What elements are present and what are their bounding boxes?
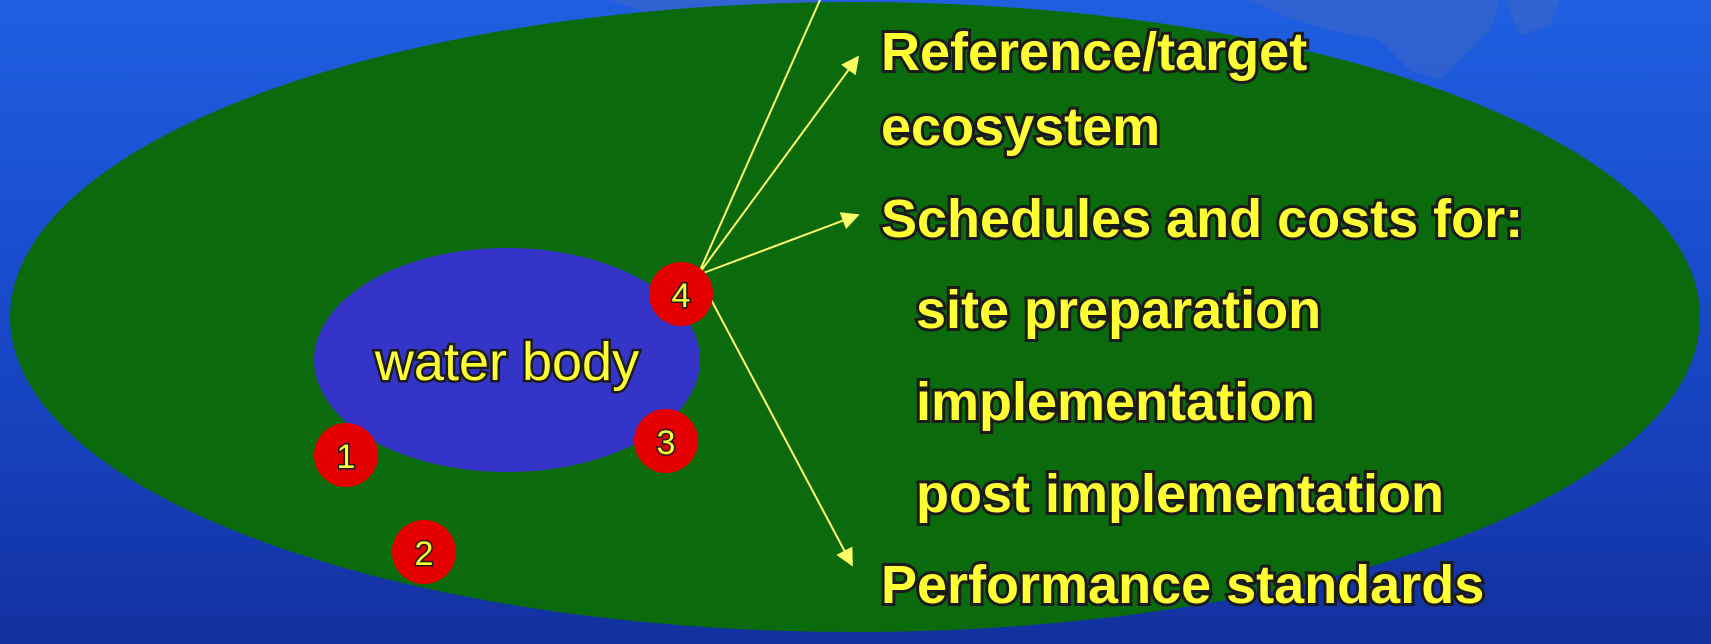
site-2: 2 — [392, 520, 456, 584]
site-marker — [314, 423, 378, 487]
site-marker — [649, 262, 713, 326]
site-marker — [392, 520, 456, 584]
site-3: 3 — [634, 409, 698, 473]
site-number: 1 — [337, 438, 356, 476]
outcome-list: Reference/target ecosystem Schedules and… — [878, 19, 1526, 618]
item-performance-standards: Performance standards — [881, 555, 1484, 615]
item-site-preparation: site preparation — [916, 280, 1321, 340]
item-post-implementation: post implementation — [916, 464, 1444, 524]
item-schedules-costs: Schedules and costs for: — [881, 189, 1523, 249]
landscape-area — [10, 2, 1700, 632]
item-reference-target: Reference/target — [881, 22, 1307, 82]
arrow-performance-standards — [697, 274, 853, 567]
map-landmass-far-right — [1505, 0, 1560, 35]
water-body — [314, 248, 700, 472]
site-number: 3 — [657, 424, 676, 462]
arrow-reference-target — [697, 55, 860, 276]
arrow-offscreen — [697, 0, 821, 276]
arrows — [697, 0, 860, 567]
site-number: 4 — [672, 277, 691, 315]
map-landmass-right — [1250, 0, 1500, 80]
item-ecosystem: ecosystem — [881, 97, 1160, 157]
site-4: 4 — [649, 262, 713, 326]
site-marker — [634, 409, 698, 473]
site-number: 2 — [415, 535, 434, 573]
site-1: 1 — [314, 423, 378, 487]
water-body-label: water body — [374, 332, 639, 392]
arrow-schedules-costs — [697, 212, 860, 276]
item-implementation: implementation — [916, 372, 1315, 432]
